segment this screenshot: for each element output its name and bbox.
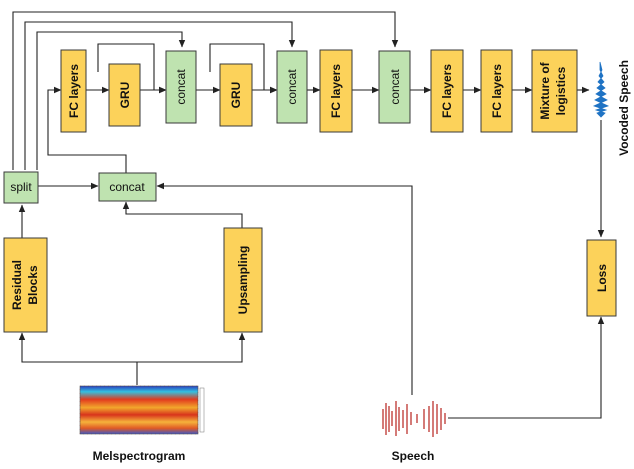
upsampling-block: Upsampling: [223, 227, 263, 333]
svg-text:GRU: GRU: [229, 82, 243, 109]
speech-label: Speech: [392, 449, 435, 463]
svg-text:concat: concat: [285, 69, 299, 105]
vocoded-speech-label: Vocoded Speech: [617, 60, 631, 156]
svg-text:concat: concat: [174, 69, 188, 105]
fc-layers-block-1: FC layers: [60, 49, 87, 133]
speech-waveform: [382, 401, 446, 437]
svg-text:Residual: Residual: [10, 260, 24, 310]
svg-text:logistics: logistics: [554, 66, 568, 115]
svg-text:FC layers: FC layers: [67, 64, 81, 118]
svg-text:Mixture of: Mixture of: [538, 61, 552, 119]
gru-block-1: GRU: [108, 63, 141, 127]
connector-lines: [12, 11, 605, 419]
split-block: split: [3, 171, 39, 204]
fc-layers-block-4: FC layers: [480, 49, 513, 133]
svg-text:GRU: GRU: [118, 82, 132, 109]
concat-block-2: concat: [276, 50, 308, 124]
concat-block-1: concat: [165, 50, 197, 124]
mixture-of-logistics-block: Mixture of logistics: [531, 49, 578, 133]
svg-text:FC layers: FC layers: [329, 64, 343, 118]
svg-text:Loss: Loss: [595, 264, 609, 292]
svg-text:FC layers: FC layers: [440, 64, 454, 118]
melspectrogram-label: Melspectrogram: [93, 449, 186, 463]
residual-blocks-block: Residual Blocks: [3, 237, 48, 333]
svg-text:concat: concat: [109, 180, 145, 194]
concat-block-3: concat: [378, 50, 411, 124]
concat-block-mid: concat: [98, 172, 157, 202]
vocoded-speech-waveform: [592, 61, 610, 118]
melspectrogram-image: [79, 385, 205, 435]
fc-layers-block-2: FC layers: [319, 49, 353, 133]
gru-block-2: GRU: [219, 63, 253, 127]
svg-text:FC layers: FC layers: [490, 64, 504, 118]
svg-text:Blocks: Blocks: [26, 265, 40, 305]
svg-text:split: split: [10, 180, 32, 194]
loss-block: Loss: [586, 239, 617, 317]
svg-text:Upsampling: Upsampling: [236, 246, 250, 315]
fc-layers-block-3: FC layers: [430, 49, 464, 133]
svg-text:concat: concat: [388, 69, 402, 105]
